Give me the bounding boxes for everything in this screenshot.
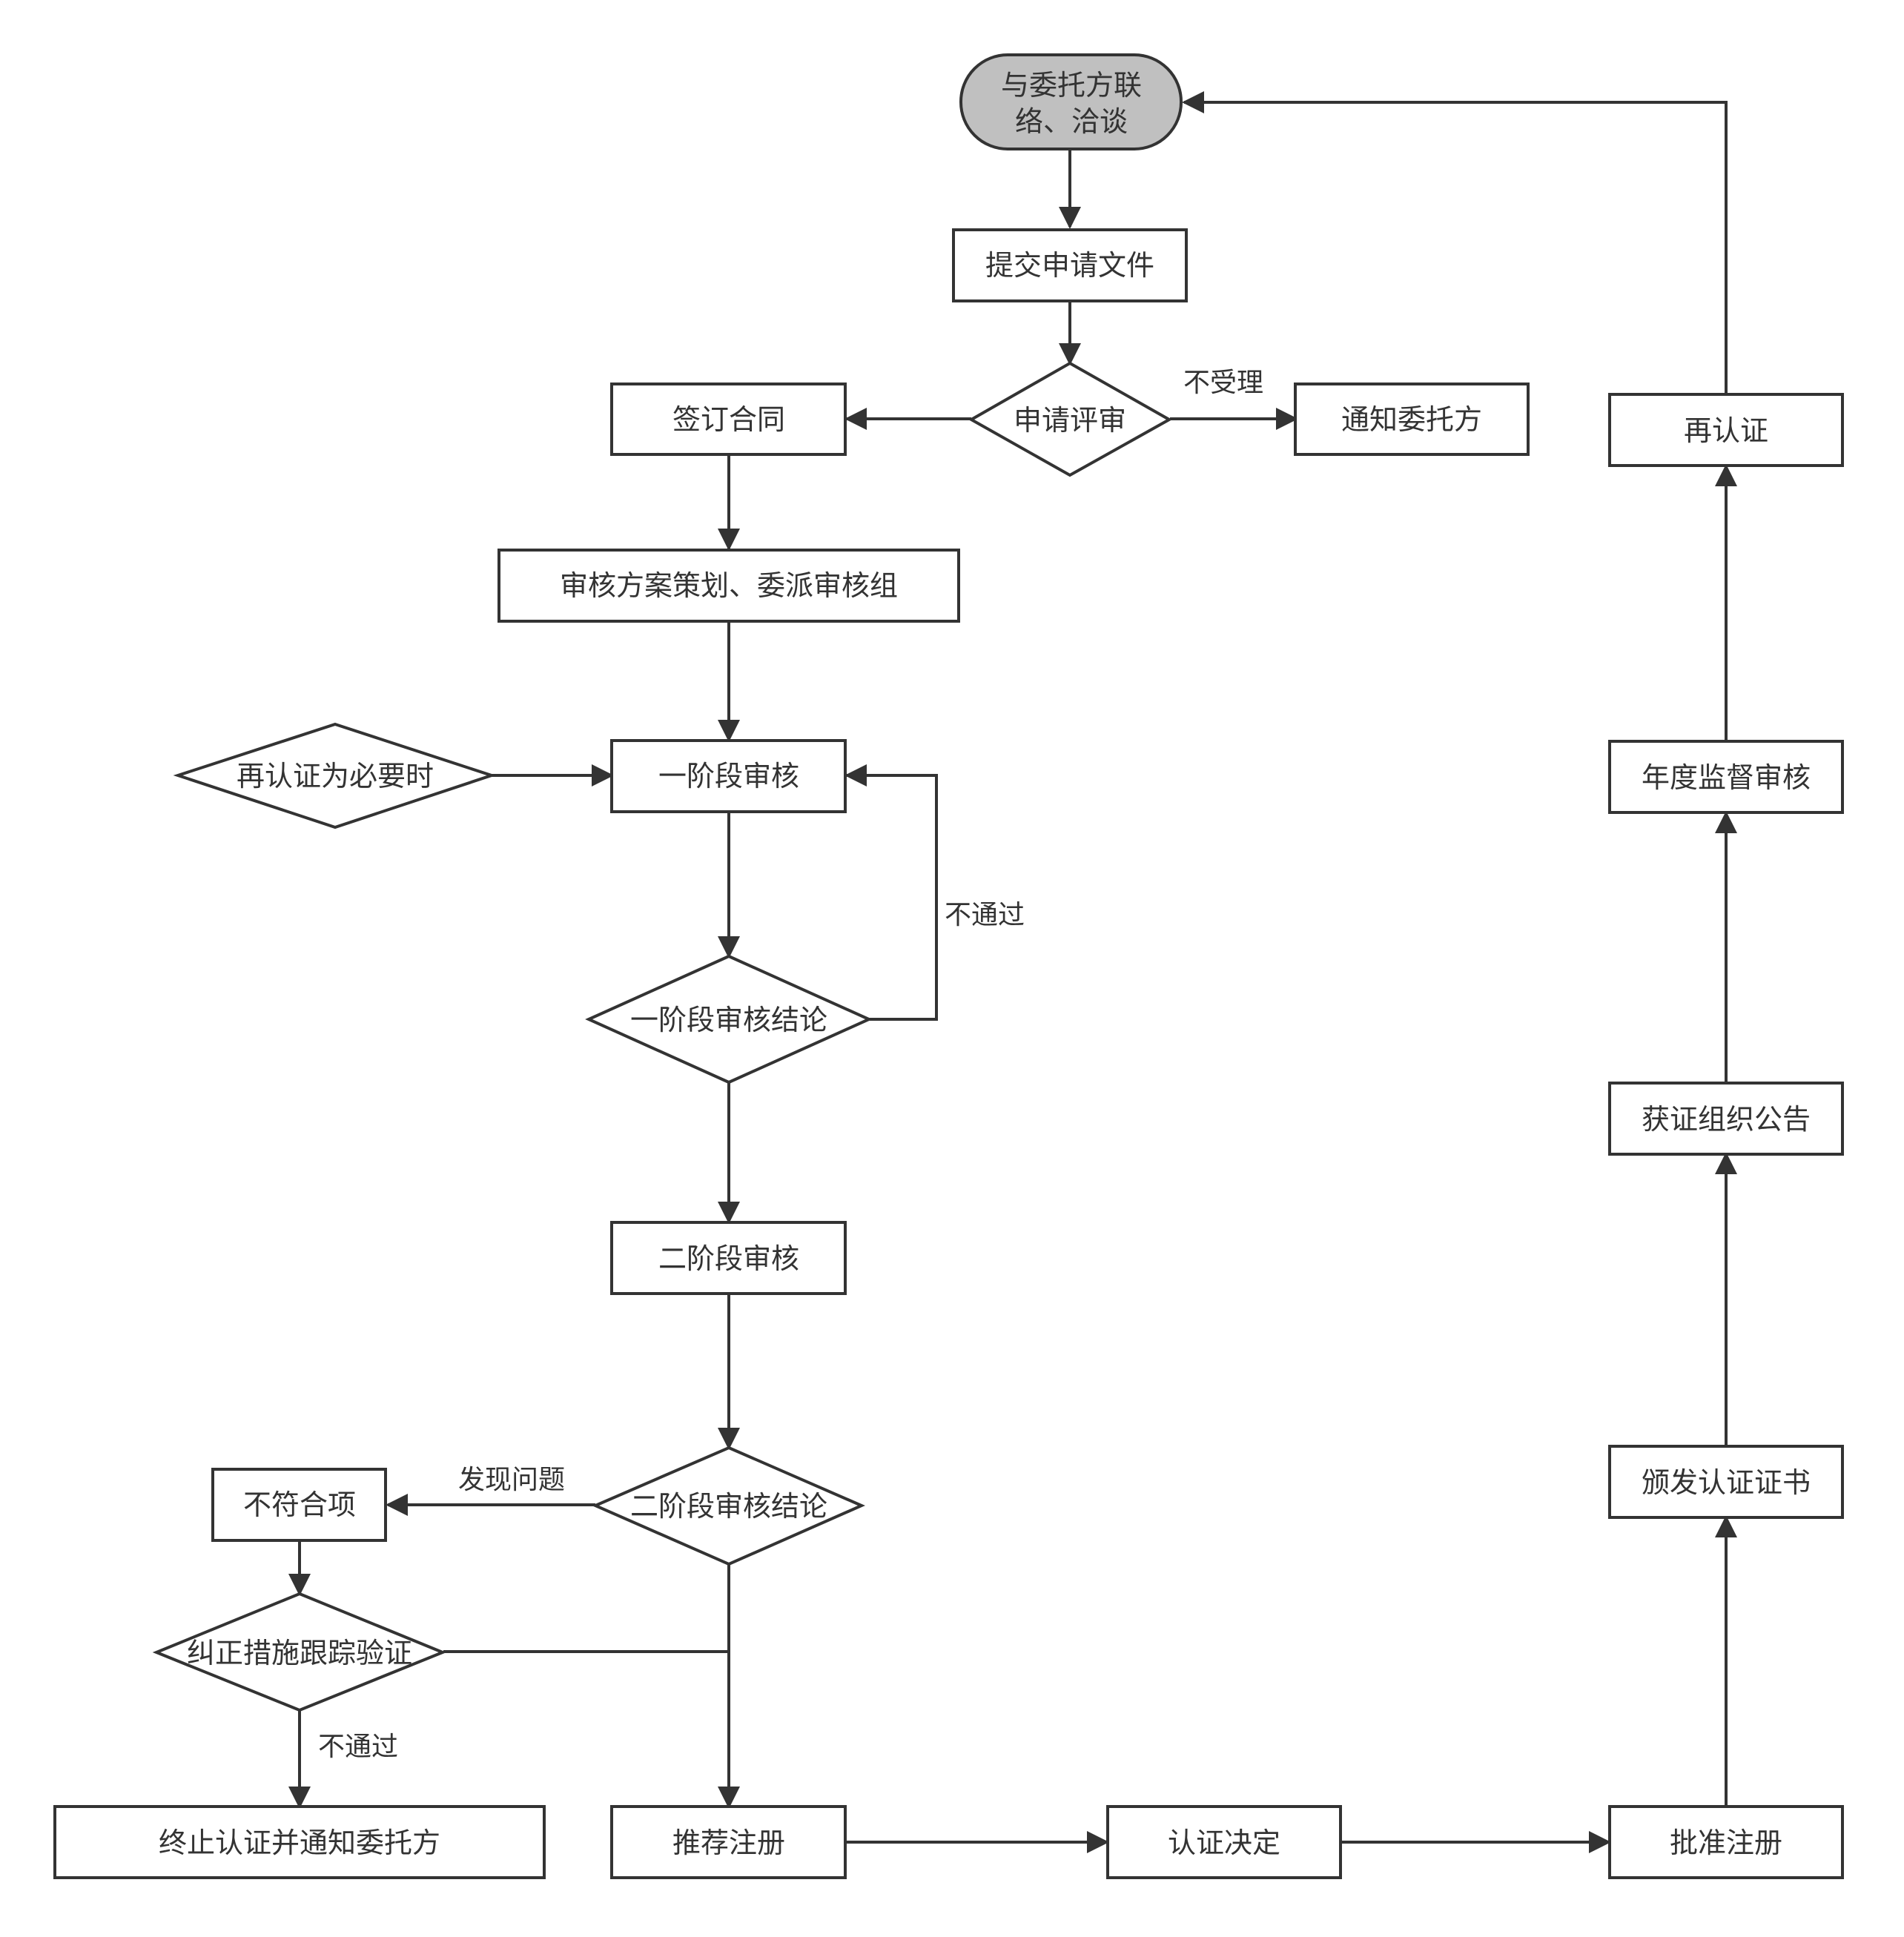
node-corrective: 纠正措施跟踪验证 <box>152 1592 447 1712</box>
node-recommend-label: 推荐注册 <box>672 1827 785 1859</box>
node-notify-label: 通知委托方 <box>1341 403 1482 436</box>
node-start-label-line1: 与委托方联 <box>1001 69 1142 102</box>
edge-label-reject: 不受理 <box>1183 368 1263 398</box>
edges <box>288 91 1737 1853</box>
node-decision-label: 认证决定 <box>1168 1827 1280 1859</box>
node-stage2: 二阶段审核 <box>610 1221 847 1295</box>
node-issue-label: 颁发认证证书 <box>1642 1466 1811 1499</box>
node-annual: 年度监督审核 <box>1608 740 1844 814</box>
node-stage1-label: 一阶段审核 <box>658 760 799 792</box>
node-stage2-result-label: 二阶段审核结论 <box>630 1490 827 1523</box>
node-plan-label: 审核方案策划、委派审核组 <box>560 569 898 602</box>
node-notify: 通知委托方 <box>1294 383 1530 456</box>
node-announce: 获证组织公告 <box>1608 1082 1844 1156</box>
node-start-label-line2: 络、洽谈 <box>1015 105 1128 138</box>
node-nonconform-label: 不符合项 <box>243 1489 356 1521</box>
node-stage1: 一阶段审核 <box>610 739 847 813</box>
node-contract: 签订合同 <box>610 383 847 456</box>
node-stage1-result-label: 一阶段审核结论 <box>630 1004 827 1036</box>
node-approve-label: 批准注册 <box>1670 1827 1782 1859</box>
node-stage2-result: 二阶段审核结论 <box>591 1446 865 1566</box>
edge-result1-loop-to-stage1 <box>844 764 938 1021</box>
node-announce-label: 获证组织公告 <box>1642 1103 1811 1136</box>
node-decision: 认证决定 <box>1106 1805 1342 1879</box>
node-terminate-label: 终止认证并通知委托方 <box>159 1827 440 1859</box>
node-recert: 再认证 <box>1608 393 1844 467</box>
edge-recert-to-start <box>1182 91 1728 394</box>
node-recommend: 推荐注册 <box>610 1805 847 1879</box>
node-review: 申请评审 <box>968 361 1173 477</box>
node-submit: 提交申请文件 <box>952 228 1188 302</box>
node-recert-needed-label: 再认证为必要时 <box>237 760 434 792</box>
node-annual-label: 年度监督审核 <box>1642 761 1811 794</box>
edge-label-fail-corrective: 不通过 <box>318 1732 398 1762</box>
node-recert-needed: 再认证为必要时 <box>173 722 497 830</box>
node-start: 与委托方联 络、洽谈 <box>959 53 1183 150</box>
node-recert-label: 再认证 <box>1684 414 1768 447</box>
node-review-label: 申请评审 <box>1014 404 1126 437</box>
node-plan: 审核方案策划、委派审核组 <box>498 549 960 623</box>
node-stage2-label: 二阶段审核 <box>658 1242 799 1275</box>
node-terminate: 终止认证并通知委托方 <box>53 1805 546 1879</box>
edge-label-fail-stage1: 不通过 <box>945 900 1025 930</box>
node-corrective-label: 纠正措施跟踪验证 <box>187 1637 412 1669</box>
node-nonconform: 不符合项 <box>211 1468 387 1542</box>
node-submit-label: 提交申请文件 <box>985 249 1154 282</box>
node-approve: 批准注册 <box>1608 1805 1844 1879</box>
nodes: 与委托方联 络、洽谈 提交申请文件 申请评审 通知委托方 签订合同 审核方案策划… <box>53 53 1844 1879</box>
node-contract-label: 签订合同 <box>672 403 785 436</box>
node-issue: 颁发认证证书 <box>1608 1445 1844 1519</box>
node-stage1-result: 一阶段审核结论 <box>585 954 873 1085</box>
edge-labels: 不受理 不通过 发现问题 不通过 <box>318 368 1263 1762</box>
edge-label-found-issue: 发现问题 <box>458 1465 565 1495</box>
